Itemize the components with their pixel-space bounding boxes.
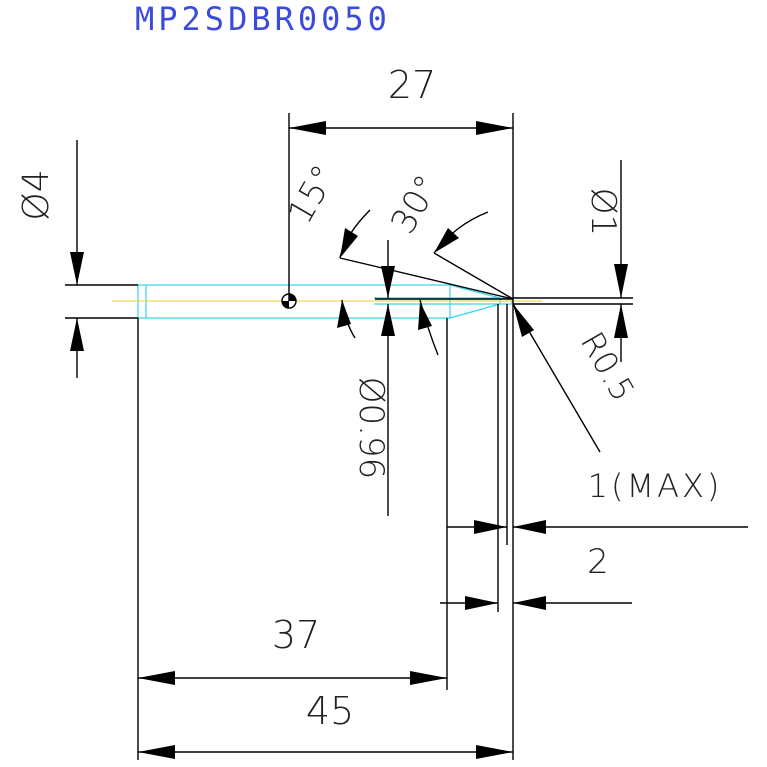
dimension-2-label: 2: [587, 542, 609, 582]
dimension-dia-4-label: Ø4: [16, 169, 57, 220]
dimension-dia-1: Ø1: [513, 160, 633, 362]
dimension-37: 37: [138, 613, 447, 685]
dimension-27-label: 27: [388, 63, 436, 107]
dimension-dia-4: Ø4: [16, 140, 138, 378]
taper-bottom: [449, 303, 501, 319]
dimension-radius-label: R0.5: [573, 325, 642, 407]
dimension-angle-15-label: 15°: [280, 158, 345, 230]
dimension-dia-096: Ø0.96: [351, 240, 395, 516]
dimension-angle-15: 15°: [280, 158, 514, 339]
dimension-2-upper: [447, 520, 748, 534]
dimension-max-1: 1(MAX): [512, 303, 723, 505]
dimension-dia-096-label: Ø0.96: [351, 377, 391, 479]
dimension-angle-30: 30°: [383, 168, 514, 356]
part-number-title: MP2SDBR0050: [135, 0, 391, 38]
dimension-max-1-label: 1(MAX): [588, 467, 723, 505]
taper-top: [449, 284, 501, 299]
dimension-angle-30-label: 30°: [383, 168, 448, 240]
dimension-37-label: 37: [272, 613, 320, 657]
dimension-27: 27: [289, 63, 513, 135]
dimension-dia-1-label: Ø1: [583, 188, 623, 236]
dimension-45: 45: [138, 689, 513, 759]
dimension-2-lower: [440, 596, 632, 610]
dimension-45-label: 45: [306, 689, 354, 733]
